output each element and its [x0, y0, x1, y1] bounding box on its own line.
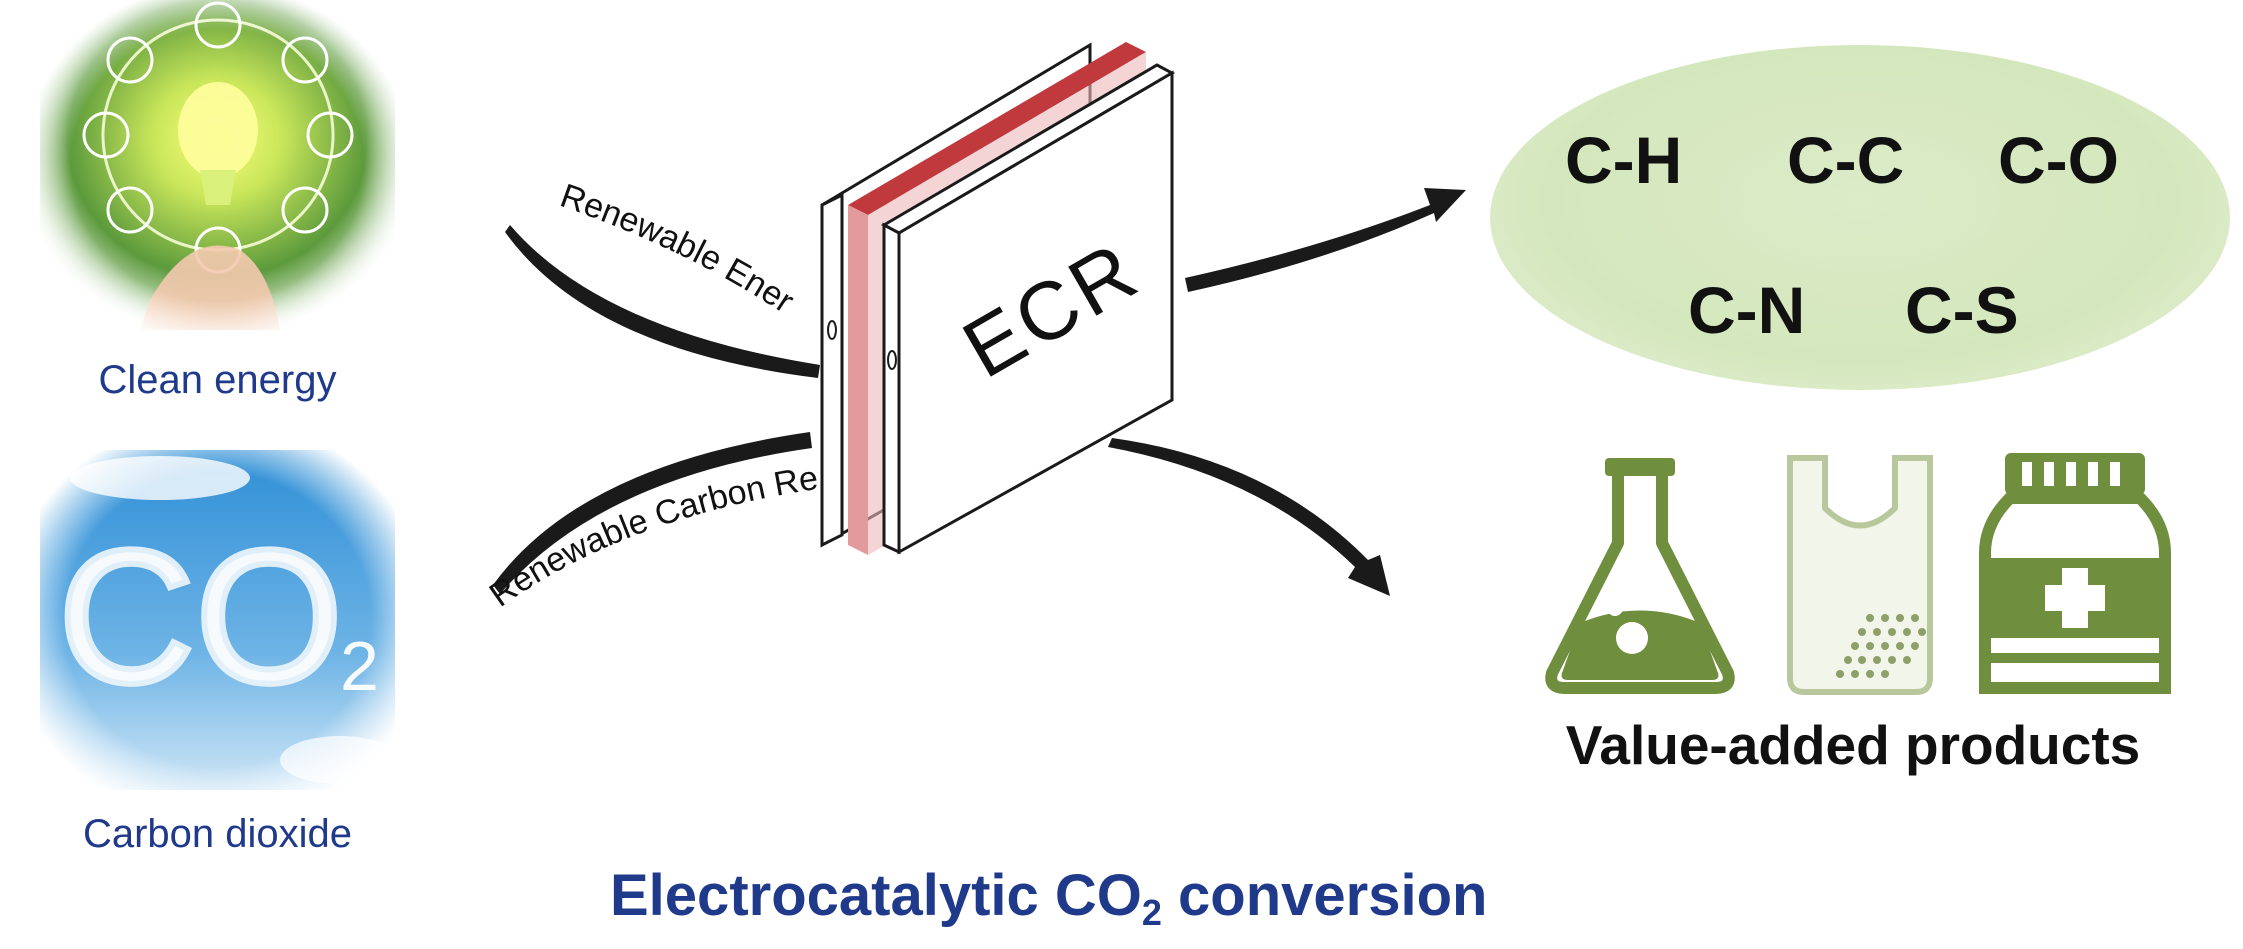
- renewable-carbon-arrow: [493, 432, 812, 594]
- clean-energy-illustration: [40, 0, 395, 330]
- clean-energy-image: [40, 0, 395, 330]
- co2-sky-illustration: CO 2: [40, 450, 395, 790]
- output-arrow-bonds: [1185, 188, 1466, 292]
- flask-icon: [1545, 458, 1735, 694]
- bonds-ellipse: [1490, 45, 2230, 390]
- bond-ch: C-H: [1565, 123, 1683, 197]
- output-arrow-products: [1108, 438, 1390, 596]
- renewable-energy-arrow: [505, 225, 820, 378]
- page-title: Electrocatalytic CO2 conversion: [610, 862, 1487, 934]
- carbon-dioxide-image: CO 2: [40, 450, 395, 790]
- renewable-carbon-label: Renewable Carbon Resources: [0, 0, 821, 614]
- bond-cc: C-C: [1787, 123, 1905, 197]
- title-suffix: conversion: [1161, 863, 1488, 928]
- plastic-bag-icon: [1787, 455, 1933, 695]
- clean-energy-caption: Clean energy: [98, 358, 337, 402]
- product-icons: [1545, 453, 2171, 695]
- title-prefix: Electrocatalytic CO: [610, 863, 1142, 928]
- bond-cs: C-S: [1905, 273, 2019, 347]
- renewable-energy-label: Renewable Energy: [0, 0, 801, 321]
- value-added-products-label: Value-added products: [1565, 714, 2141, 776]
- bond-co: C-O: [1998, 123, 2119, 197]
- membrane: [848, 42, 1146, 215]
- medicine-bottle-icon: [1979, 453, 2171, 694]
- ecr-cell: ECR: [820, 42, 1176, 555]
- title-subscript: 2: [1141, 892, 1162, 933]
- carbon-dioxide-caption: Carbon dioxide: [82, 812, 353, 856]
- bond-cn: C-N: [1688, 273, 1806, 347]
